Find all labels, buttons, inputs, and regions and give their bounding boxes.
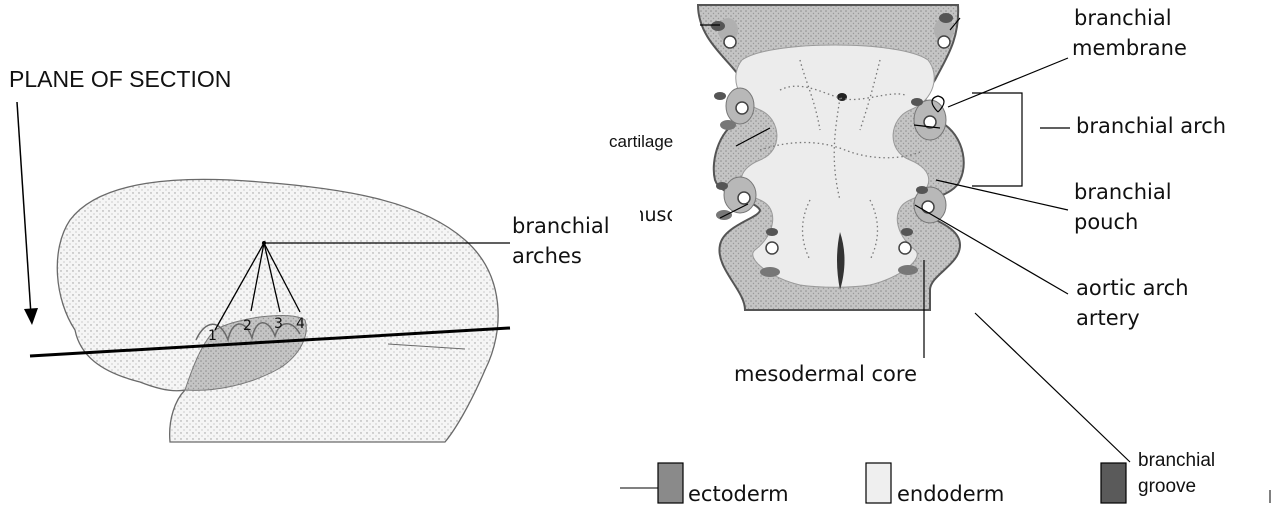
arch-number-4: 4 (296, 316, 305, 332)
aortic-arch-label-line2: artery (1076, 306, 1140, 330)
aortic-arch-label-line1: aortic arch (1076, 276, 1189, 300)
embryo-illustration (17, 102, 510, 442)
arch-number-1: 1 (208, 328, 217, 344)
embryo-body (57, 179, 498, 442)
branchial-pouch-label-line1: branchial (1074, 180, 1172, 204)
legend-groove-label-line1: branchial (1138, 450, 1215, 472)
branchial-membrane-label-line2: membrane (1072, 36, 1187, 60)
legend-swatch-ectoderm (658, 463, 683, 503)
arch-number-3: 3 (274, 316, 283, 332)
legend-groove-label-line2: groove (1138, 476, 1196, 498)
branchial-arches-label-line1: branchial (512, 214, 610, 238)
plane-arrow-head (24, 308, 38, 325)
arch-number-2: 2 (243, 318, 252, 334)
plane-arrow-shaft (17, 102, 31, 315)
muscle-label-clip: muscle (640, 204, 672, 228)
branchial-arches-label-line2: arches (512, 244, 582, 268)
legend-ectoderm-label: ectoderm (688, 482, 789, 506)
branchial-pouch-label-line2: pouch (1074, 210, 1138, 234)
cross-section-illustration (698, 5, 1130, 462)
legend-endoderm-label: endoderm (897, 482, 1004, 506)
branchial-arch-label: branchial arch (1076, 114, 1226, 138)
branchial-membrane-label-line1: branchial (1074, 6, 1172, 30)
legend-swatch-groove (1101, 463, 1126, 503)
mesodermal-core-label: mesodermal core (734, 362, 917, 386)
muscle-label: muscle (640, 204, 672, 226)
cartilage-label: cartilage (609, 130, 683, 160)
legend-swatch-endoderm (866, 463, 891, 503)
plane-of-section-label: PLANE OF SECTION (9, 66, 231, 93)
